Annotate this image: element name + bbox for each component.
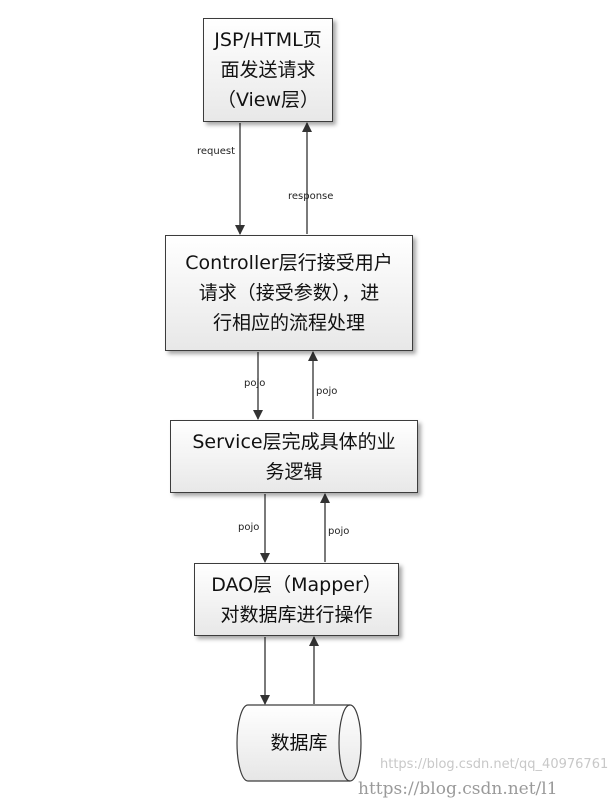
pojo-label-service-to-controller: pojo — [316, 386, 338, 397]
dao-layer-line-2: 对数据库进行操作 — [220, 603, 373, 626]
dao-layer-box: DAO层（Mapper） 对数据库进行操作 — [194, 563, 399, 636]
dao-layer-line-1: DAO层（Mapper） — [211, 573, 382, 596]
controller-layer-line-2: 请求（接受参数），进 — [198, 282, 380, 304]
view-layer-line-1: JSP/HTML页 — [214, 29, 322, 51]
controller-layer-box: Controller层行接受用户 请求（接受参数），进 行相应的流程处理 — [165, 235, 413, 351]
service-layer-line-2: 务逻辑 — [265, 460, 323, 483]
pojo-label-service-to-dao: pojo — [238, 522, 260, 533]
watermark-line-2: https://blog.csdn.net/l1 — [358, 779, 558, 799]
service-layer-line-1: Service层完成具体的业 — [192, 430, 396, 453]
controller-layer-line-3: 行相应的流程处理 — [212, 312, 365, 334]
pojo-label-dao-to-service: pojo — [328, 526, 350, 537]
pojo-label-controller-to-service: pojo — [244, 378, 266, 389]
view-layer-line-3: （View层） — [216, 89, 320, 111]
database-cylinder — [236, 704, 362, 782]
service-layer-box: Service层完成具体的业 务逻辑 — [170, 420, 418, 493]
view-layer-line-2: 面发送请求 — [220, 59, 316, 81]
watermark-line-1: https://blog.csdn.net/qq_40976761 — [380, 757, 608, 772]
controller-layer-line-1: Controller层行接受用户 — [185, 252, 393, 274]
view-layer-box: JSP/HTML页 面发送请求 （View层） — [203, 18, 333, 122]
request-label: request — [197, 146, 236, 157]
response-label: response — [288, 191, 334, 202]
database-label: 数据库 — [270, 732, 328, 754]
